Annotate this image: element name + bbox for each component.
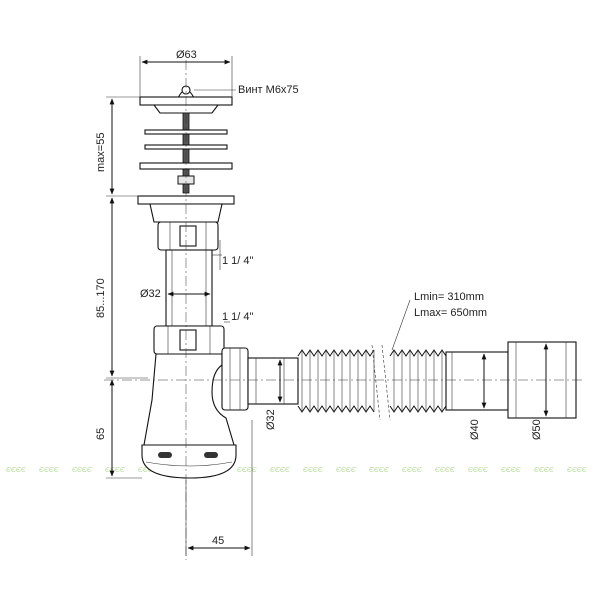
watermark-text: ЄЄЄЄ bbox=[270, 467, 290, 474]
watermark-text: ЄЄЄЄ bbox=[237, 467, 257, 474]
watermark-text: ЄЄЄЄ bbox=[138, 467, 158, 474]
watermark-text: ЄЄЄЄ bbox=[72, 467, 92, 474]
watermark-text: ЄЄЄЄ bbox=[468, 467, 488, 474]
label-top-diameter: Ø63 bbox=[176, 49, 197, 61]
label-outlet-d32: Ø32 bbox=[265, 409, 277, 430]
watermark-text: ЄЄЄЄ bbox=[435, 467, 455, 474]
hose-edge-top bbox=[297, 349, 375, 357]
corrugated-outlet-hose bbox=[247, 341, 577, 421]
watermark-text: ЄЄЄЄ bbox=[303, 467, 323, 474]
watermark-text: ЄЄЄЄ bbox=[402, 467, 422, 474]
label-pipe-diameter-left: Ø32 bbox=[140, 288, 161, 300]
watermark-text: ЄЄЄЄ bbox=[39, 467, 59, 474]
hose-edge-bottom bbox=[297, 405, 375, 413]
watermark-text: ЄЄЄЄ bbox=[6, 467, 26, 474]
label-lmax: Lmax= 650mm bbox=[414, 307, 487, 319]
watermark-text: ЄЄЄЄ bbox=[501, 467, 521, 474]
dimensions bbox=[106, 56, 549, 556]
watermark-text: ЄЄЄЄ bbox=[567, 467, 587, 474]
watermark-row: ЄЄЄЄ ЄЄЄЄ ЄЄЄЄ ЄЄЄЄ ЄЄЄЄ ЄЄЄЄ ЄЄЄЄ ЄЄЄЄ ЄЄЄЄ ЄЄЄЄ… bbox=[6, 467, 587, 474]
watermark-text: ЄЄЄЄ bbox=[369, 467, 389, 474]
watermark-text: ЄЄЄЄ bbox=[105, 467, 125, 474]
label-thread-lower: 1 1/ 4" bbox=[222, 311, 254, 323]
watermark-text: ЄЄЄЄ bbox=[534, 467, 554, 474]
label-height-range: 85...170 bbox=[95, 278, 107, 318]
label-max-height: max=55 bbox=[95, 133, 107, 172]
label-width-45: 45 bbox=[212, 535, 224, 547]
label-screw: Винт М6х75 bbox=[238, 84, 299, 96]
label-outlet-d40: Ø40 bbox=[469, 419, 481, 440]
label-outlet-d50: Ø50 bbox=[531, 419, 543, 440]
label-lmin: Lmin= 310mm bbox=[414, 291, 484, 303]
watermark-text: ЄЄЄЄ bbox=[336, 467, 356, 474]
label-height-65: 65 bbox=[95, 428, 107, 440]
bottle-trap bbox=[141, 325, 249, 479]
vertical-tube bbox=[165, 249, 213, 327]
label-thread-upper: 1 1/ 4" bbox=[222, 255, 254, 267]
